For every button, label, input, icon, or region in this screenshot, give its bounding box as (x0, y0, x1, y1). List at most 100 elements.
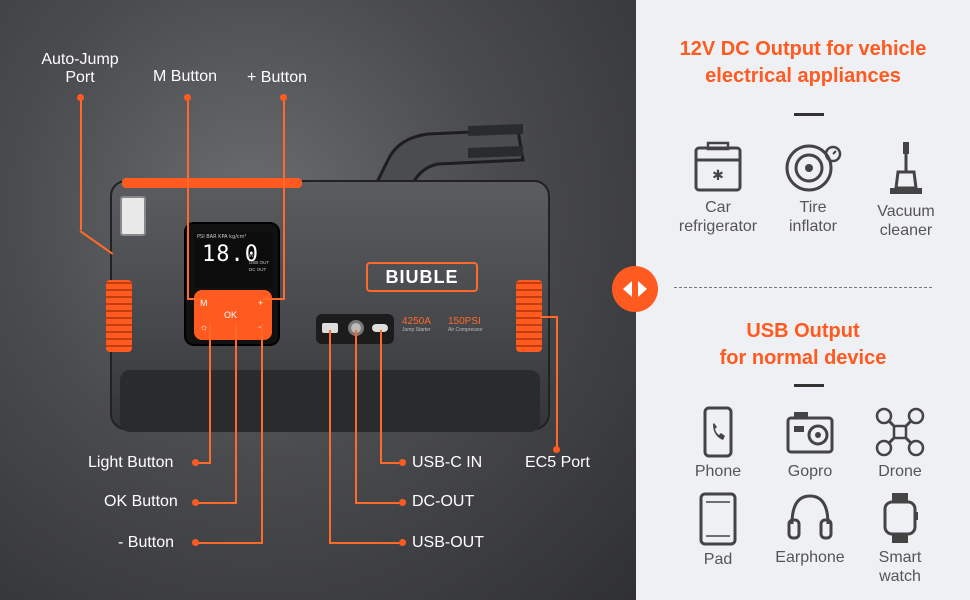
tire-inflator-label: Tire inflator (788, 199, 838, 235)
usb-c-in-label: USB-C IN (412, 454, 483, 471)
spec-compressor-value: 150PSI (448, 316, 481, 327)
auto-jump-line (80, 98, 82, 230)
minus-button-dot (192, 539, 199, 546)
light-button-dot (192, 459, 199, 466)
phone-icon (703, 406, 733, 458)
left-right-arrows-icon (623, 281, 647, 297)
section2-title-line2: for normal device (719, 347, 887, 369)
light-button-line (209, 324, 211, 464)
m-button-line-h (187, 298, 207, 300)
device-top-accent (122, 178, 302, 188)
ok-button-line-h (196, 502, 237, 504)
ok-key[interactable]: OK (224, 310, 238, 320)
smartwatch-label: Smart watch (878, 549, 922, 585)
car-refrigerator-label: Car refrigerator (678, 199, 758, 235)
m-button-label: M Button (153, 68, 218, 85)
drone-item: Drone (860, 406, 940, 481)
m-key[interactable]: M (200, 298, 208, 308)
vacuum-cleaner-item: Vacuum cleaner (858, 140, 954, 240)
section1-title: 12V DC Output for vehicle electrical app… (636, 36, 970, 90)
phone-label: Phone (694, 463, 742, 480)
auto-jump-label: Auto-Jump Port (41, 51, 119, 86)
usb-c-line (380, 330, 382, 464)
section2-dash (794, 384, 824, 387)
spec-jump-label: Jump Starter (402, 327, 431, 333)
minus-key[interactable]: − (258, 322, 263, 332)
lcd-display: PSI BAR KPA kg/cm² 18.0 IN USB OUT DC OU… (194, 232, 272, 288)
phone-item: Phone (678, 406, 758, 481)
usb-c-line-h (380, 462, 402, 464)
earphone-icon (787, 494, 833, 540)
spec-jump: 4250A Jump Starter (402, 316, 431, 333)
product-panel: PSI BAR KPA kg/cm² 18.0 IN USB OUT DC OU… (0, 0, 636, 600)
tire-inflator-icon (785, 144, 842, 192)
usb-out-label: USB-OUT (412, 534, 484, 551)
minus-button-label: - Button (118, 534, 175, 551)
ec5-line (556, 316, 558, 450)
left-vent (106, 280, 132, 352)
usb-out-line (329, 330, 331, 544)
drone-icon (875, 407, 925, 457)
gopro-label: Gopro (787, 463, 833, 480)
section2-title-line1: USB Output (746, 320, 860, 342)
tire-inflator-item: Tire inflator (770, 140, 856, 236)
usb-out-port (322, 323, 338, 333)
ec5-line-h (540, 316, 558, 318)
plus-button-label: + Button (247, 69, 308, 86)
section1-title-line2: electrical appliances (705, 65, 901, 87)
spec-compressor: 150PSI Air Compressor (448, 316, 483, 333)
spec-jump-value: 4250A (402, 316, 431, 327)
control-panel: PSI BAR KPA kg/cm² 18.0 IN USB OUT DC OU… (184, 222, 280, 346)
vacuum-icon (890, 142, 922, 194)
ok-button-label: OK Button (104, 493, 178, 510)
dc-out-line (355, 330, 357, 504)
smartwatch-item: Smart watch (860, 492, 940, 586)
pad-icon (699, 492, 737, 546)
section1-dash (794, 113, 824, 116)
vacuum-cleaner-label: Vacuum cleaner (877, 203, 935, 239)
brand-logo: BIUBLE (366, 262, 478, 292)
section2-title: USB Output for normal device (636, 318, 970, 372)
light-button-label: Light Button (88, 454, 174, 471)
minus-button-line (261, 324, 263, 544)
panel-toggle[interactable] (612, 266, 658, 312)
plus-key[interactable]: + (258, 298, 264, 308)
lcd-in: IN (248, 253, 254, 258)
light-button-line-h (196, 462, 211, 464)
dc-out-dot (399, 499, 406, 506)
car-fridge-icon: ✱ (694, 141, 742, 192)
earphone-item: Earphone (766, 492, 854, 567)
auto-jump-dot (77, 94, 84, 101)
lcd-usb-out: USB OUT (248, 260, 269, 265)
usb-out-dot (399, 539, 406, 546)
lcd-value: 18.0 (202, 242, 259, 267)
lcd-dc-out: DC OUT (248, 267, 267, 272)
gopro-item: Gopro (770, 406, 850, 481)
section1-title-line1: 12V DC Output for vehicle (679, 38, 927, 60)
pad-item: Pad (678, 492, 758, 569)
drone-label: Drone (878, 463, 922, 480)
dc-out-label: DC-OUT (412, 493, 475, 510)
earphone-label: Earphone (775, 549, 845, 566)
lcd-indicators: IN USB OUT DC OUT (249, 252, 269, 273)
plus-button-line (283, 98, 285, 298)
m-button-dot (184, 94, 191, 101)
plus-button-dot (280, 94, 287, 101)
m-button-line (187, 98, 189, 298)
auto-jump-port (120, 196, 146, 236)
lcd-units: PSI BAR KPA kg/cm² (197, 234, 247, 240)
usb-c-in-port (372, 324, 388, 332)
gopro-icon (786, 412, 834, 454)
usb-c-dot (399, 459, 406, 466)
dc-out-line-h (355, 502, 402, 504)
minus-button-line-h (196, 542, 263, 544)
plus-button-line-h (263, 298, 285, 300)
ec5-dot (553, 446, 560, 453)
ec5-port-label: EC5 Port (525, 454, 590, 471)
ec5-port-cover (516, 280, 542, 352)
spec-compressor-label: Air Compressor (448, 327, 483, 333)
svg-text:✱: ✱ (712, 168, 724, 184)
ok-button-dot (192, 499, 199, 506)
light-key-icon[interactable]: ☼ (200, 322, 209, 332)
keypad: M + OK ☼ − (194, 290, 272, 340)
